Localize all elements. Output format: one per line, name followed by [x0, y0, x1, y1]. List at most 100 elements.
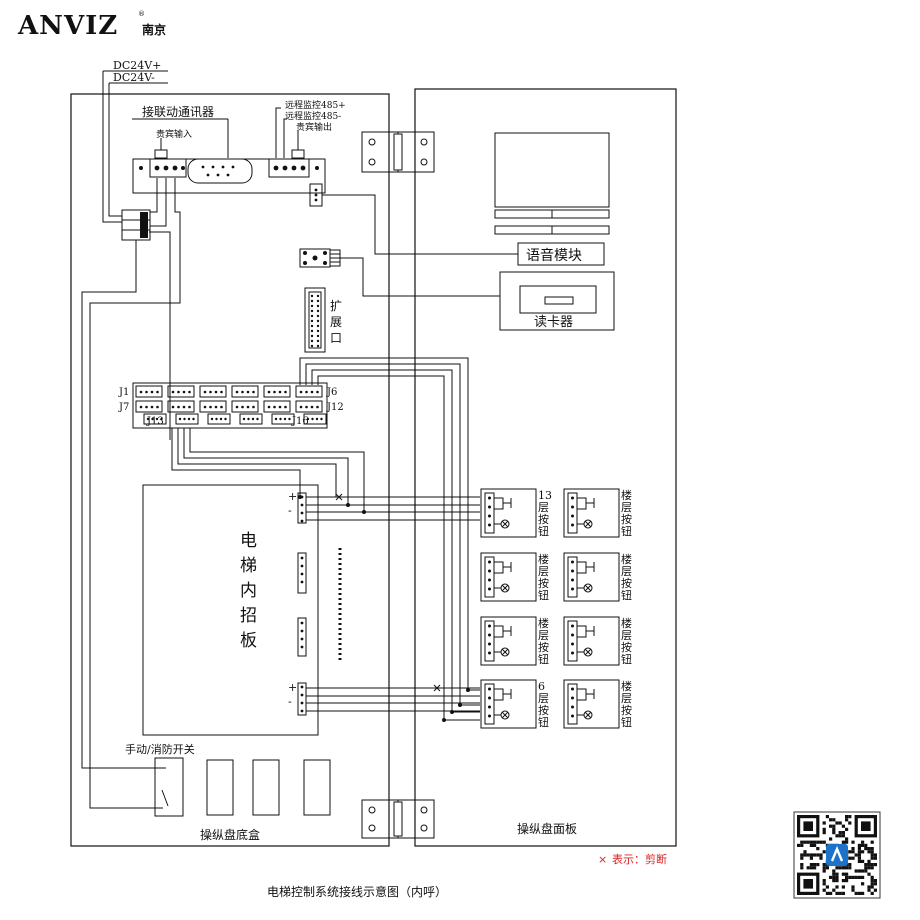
qr-module [800, 866, 804, 870]
qr-module [851, 856, 855, 860]
brand-name: ANVIZ [17, 11, 118, 41]
floor-button-label-char: 楼 [538, 552, 549, 566]
expansion-pin [316, 304, 320, 308]
panel-pin [300, 580, 304, 584]
hinge-top [361, 131, 435, 173]
qr-module [841, 872, 845, 876]
qr-module [816, 847, 820, 851]
floor-button-label-char: 钮 [621, 652, 632, 666]
qr-module [870, 853, 874, 857]
qr-module [841, 824, 845, 828]
qr-module [848, 863, 852, 867]
qr-module [809, 863, 813, 867]
controller-board [132, 158, 326, 207]
qr-module [829, 875, 833, 879]
qr-module [845, 872, 849, 876]
qr-module [825, 891, 829, 895]
expansion-pin [310, 304, 314, 308]
qr-module [861, 869, 865, 873]
qr-module [845, 875, 849, 879]
qr-module [870, 882, 874, 886]
qr-module [857, 853, 861, 857]
qr-module [813, 843, 817, 847]
qr-module [851, 885, 855, 889]
panel-pin [300, 709, 304, 713]
panel-pin [300, 701, 304, 705]
floor-button-label-char: 按 [538, 576, 549, 590]
panel-pin [300, 556, 304, 560]
panel-pin [300, 629, 304, 633]
expansion-pin [316, 309, 320, 313]
qr-module [809, 856, 813, 860]
qr-module [803, 840, 807, 844]
qr-module [870, 875, 874, 879]
qr-module [822, 831, 826, 835]
qr-module [870, 885, 874, 889]
qr-module [870, 863, 874, 867]
floor-button-label-char: 钮 [621, 588, 632, 602]
power-supply: DC24V+ DC24V- [102, 59, 168, 223]
qr-module [832, 872, 836, 876]
qr-module [841, 866, 845, 870]
qr-module [822, 850, 826, 854]
qr-module [845, 818, 849, 822]
panel-bottom-minus: - [288, 695, 292, 708]
qr-module [800, 840, 804, 844]
brand-city: 南京 [142, 22, 166, 37]
qr-module [813, 863, 817, 867]
qr-module [870, 866, 874, 870]
floor-button-label-char: 按 [538, 512, 549, 526]
qr-module [835, 821, 839, 825]
qr-module [870, 879, 874, 883]
connector-header [303, 413, 327, 425]
card-reader-label: 读卡器 [534, 315, 573, 330]
qr-module [848, 856, 852, 860]
qr-module [848, 875, 852, 879]
qr-module [800, 863, 804, 867]
qr-module [822, 866, 826, 870]
qr-module [797, 843, 801, 847]
expansion-port [304, 287, 326, 353]
qr-module [864, 843, 868, 847]
qr-module [819, 840, 823, 844]
qr-module [809, 843, 813, 847]
qr-module [829, 837, 833, 841]
qr-module [870, 850, 874, 854]
qr-module [873, 888, 877, 892]
qr-module [838, 891, 842, 895]
qr-module [809, 866, 813, 870]
qr-module [832, 869, 836, 873]
qr-module [857, 875, 861, 879]
connector-j6: J6 [326, 387, 337, 398]
qr-module [825, 815, 829, 819]
qr-module [867, 872, 871, 876]
base-box [70, 93, 390, 847]
vip-input-label: 贵宾输入 [156, 128, 192, 140]
panel-pin [300, 621, 304, 625]
qr-module [816, 840, 820, 844]
expansion-pin [310, 314, 314, 318]
qr-module [829, 891, 833, 895]
floor-button-label-char: 钮 [538, 588, 549, 602]
qr-module [822, 882, 826, 886]
floor-button-label-char: 钮 [621, 715, 632, 729]
qr-module [851, 850, 855, 854]
qr-module [800, 856, 804, 860]
panel-pin [300, 564, 304, 568]
hinge-bottom [361, 799, 435, 839]
qr-module [861, 875, 865, 879]
qr-module [873, 882, 877, 886]
qr-module [867, 888, 871, 892]
qr-module [854, 891, 858, 895]
qr-module [845, 837, 849, 841]
inner-panel-char-5: 板 [240, 631, 257, 651]
connector-header [167, 400, 195, 413]
floor-button-label-char: 按 [621, 512, 632, 526]
qr-module [864, 869, 868, 873]
